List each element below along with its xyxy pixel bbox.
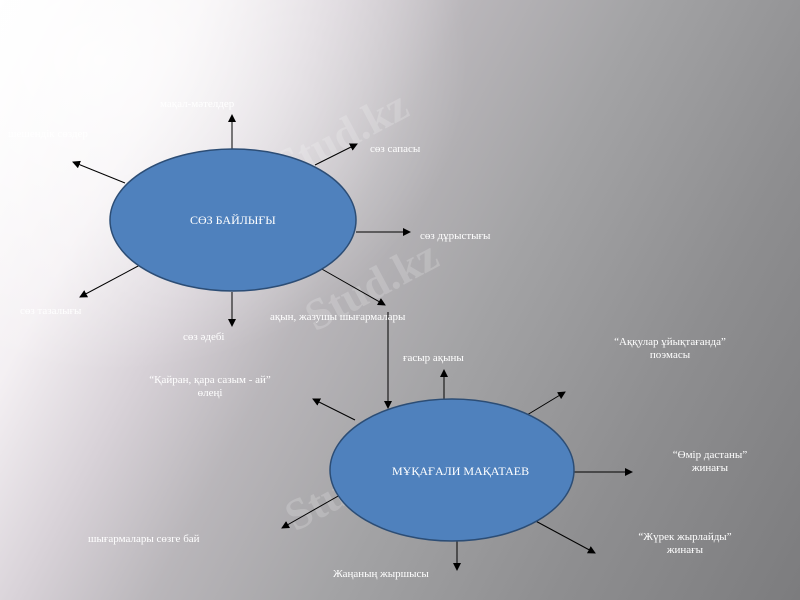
node-label: ғасыр ақыны: [403, 352, 464, 364]
diagram-canvas: [72, 114, 633, 571]
node-label: “Қайран, қара сазым - ай”өлеңі: [149, 374, 271, 399]
node-label: “Өмір дастаны”жинағы: [672, 449, 748, 474]
node-label: “Жүрек жырлайды”жинағы: [638, 531, 732, 556]
node-label: сөз сапасы: [370, 143, 421, 155]
node-label: сөз тазалығы: [20, 305, 82, 317]
node-label: шығармалары сөзге бай: [88, 533, 200, 545]
node-label: шешендік сөздер: [8, 128, 88, 140]
arrows: [72, 114, 633, 571]
ellipse-mukagali: [329, 398, 575, 542]
ellipse-soz-bailygy: [109, 148, 357, 292]
node-label: ақын, жазушы шығармалары: [270, 311, 406, 323]
node-label: Жаңаның жыршысы: [333, 568, 429, 580]
node-label: сөз дұрыстығы: [420, 230, 491, 242]
center-label-2: МҰҚАҒАЛИ МАҚАТАЕВ: [392, 464, 530, 478]
node-label: сөз әдебі: [183, 331, 225, 343]
node-label: мақал-мәтелдер: [160, 98, 235, 110]
node-label: “Аққулар ұйықтағанда”поэмасы: [614, 336, 726, 361]
center-label-1: СӨЗ БАЙЛЫҒЫ: [190, 213, 276, 227]
